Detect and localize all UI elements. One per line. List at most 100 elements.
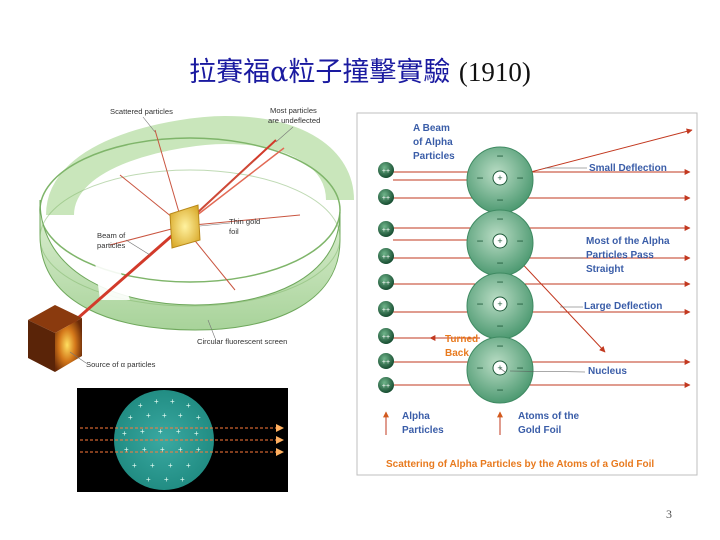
svg-text:−: − — [496, 319, 503, 333]
page-number: 3 — [666, 507, 672, 521]
label-beam-alpha-3: Particles — [413, 151, 455, 162]
label-large-deflection: Large Deflection — [584, 301, 662, 312]
svg-text:++: ++ — [382, 307, 390, 314]
svg-text:+: + — [186, 461, 191, 470]
straight-arrows — [393, 169, 691, 388]
alpha-beam — [69, 224, 184, 327]
label-beam-1: Beam of — [97, 231, 126, 240]
closeup-arrowheads — [276, 424, 284, 456]
title-alpha: α — [270, 57, 289, 88]
label-small-deflection: Small Deflection — [589, 163, 667, 174]
alpha-particles-column: ++ ++ ++ ++ ++ ++ ++ ++ ++ — [378, 162, 394, 393]
svg-text:−: − — [496, 383, 503, 397]
svg-text:+: + — [122, 429, 127, 438]
svg-text:+: + — [178, 411, 183, 420]
closeup-disc — [114, 390, 214, 490]
svg-text:−: − — [516, 297, 523, 311]
svg-text:−: − — [476, 361, 483, 375]
alpha-particle: ++ — [378, 353, 394, 369]
alpha-particle: ++ — [378, 328, 394, 344]
legend-atoms-1: Atoms of the — [518, 411, 580, 422]
svg-text:++: ++ — [382, 280, 390, 287]
gold-atoms: + − − − − + − − − − + − − − — [466, 146, 534, 404]
svg-text:−: − — [496, 193, 503, 207]
foil-closeup-panel: ++++ +++++ +++++ +++++ ++++ +++ — [77, 388, 288, 492]
svg-text:++: ++ — [382, 168, 390, 175]
svg-text:−: − — [496, 339, 503, 353]
label-most-particles-1: Most particles — [270, 106, 317, 115]
svg-text:−: − — [496, 256, 503, 270]
svg-text:+: + — [497, 173, 502, 183]
closeup-beams — [80, 427, 280, 453]
svg-text:+: + — [170, 397, 175, 406]
label-thin-gold-foil-2: foil — [229, 227, 239, 236]
legend-atoms-2: Gold Foil — [518, 425, 562, 436]
svg-text:+: + — [196, 413, 201, 422]
label-most-pass-2: Particles Pass — [586, 250, 654, 261]
alpha-source-cube — [28, 305, 82, 372]
leader-lines — [69, 116, 294, 364]
undeflected-beam-2 — [182, 147, 285, 227]
svg-text:++: ++ — [382, 334, 390, 341]
label-beam-alpha-2: of Alpha — [413, 137, 453, 148]
svg-text:+: + — [154, 397, 159, 406]
svg-text:−: − — [476, 171, 483, 185]
gold-atom-3: + − − − − — [466, 272, 534, 340]
svg-text:+: + — [150, 461, 155, 470]
label-scattered-particles: Scattered particles — [110, 107, 173, 116]
svg-text:+: + — [132, 461, 137, 470]
gold-atom-1: + − − − − — [466, 146, 534, 214]
label-most-pass-3: Straight — [586, 264, 624, 275]
label-nucleus: Nucleus — [588, 366, 627, 377]
label-thin-gold-foil-1: Thin gold — [229, 217, 260, 226]
svg-text:+: + — [128, 413, 133, 422]
svg-text:+: + — [140, 427, 145, 436]
label-turned-back-2: Back — [445, 348, 469, 359]
svg-text:−: − — [496, 212, 503, 226]
svg-text:−: − — [516, 361, 523, 375]
svg-text:−: − — [496, 275, 503, 289]
svg-text:−: − — [516, 171, 523, 185]
gold-atom-2: + − − − − — [466, 209, 534, 277]
alpha-particle: ++ — [378, 162, 394, 178]
legend-alpha-2: Particles — [402, 425, 444, 436]
svg-text:++: ++ — [382, 227, 390, 234]
svg-text:++: ++ — [382, 383, 390, 390]
scattering-diagram: + − − − − + − − − − + − − − — [356, 112, 698, 476]
label-most-pass-1: Most of the Alpha — [586, 236, 670, 247]
svg-text:+: + — [176, 427, 181, 436]
legend-alpha-1: Alpha — [402, 411, 430, 422]
closeup-charges: ++++ +++++ +++++ +++++ ++++ +++ — [122, 397, 201, 484]
svg-text:++: ++ — [382, 359, 390, 366]
scattering-caption: Scattering of Alpha Particles by the Ato… — [386, 459, 654, 470]
svg-text:+: + — [146, 411, 151, 420]
screen-ring-gap — [95, 262, 130, 300]
label-source: Source of α particles — [86, 360, 156, 369]
alpha-particle: ++ — [378, 248, 394, 264]
label-beam-alpha-1: A Beam — [413, 123, 450, 134]
svg-text:++: ++ — [382, 254, 390, 261]
alpha-particle: ++ — [378, 274, 394, 290]
slide-title: 拉賽福α粒子撞擊實驗 (1910) — [0, 50, 720, 89]
svg-text:+: + — [194, 429, 199, 438]
apparatus-diagram: Scattered particles Most particles are u… — [28, 106, 354, 372]
svg-text:−: − — [496, 149, 503, 163]
label-turned-back-1: Turned — [445, 334, 478, 345]
title-chinese: 拉賽福 — [189, 57, 271, 88]
gold-foil — [169, 204, 201, 249]
svg-text:+: + — [186, 401, 191, 410]
screen-ring-bottom-edge — [39, 169, 341, 307]
gold-atom-4: + − − − − — [466, 336, 534, 404]
svg-text:−: − — [516, 234, 523, 248]
title-year: (1910) — [458, 57, 531, 87]
svg-text:+: + — [160, 445, 165, 454]
svg-text:+: + — [168, 461, 173, 470]
label-beam-2: particles — [97, 241, 125, 250]
svg-text:+: + — [142, 445, 147, 454]
alpha-particle: ++ — [378, 221, 394, 237]
scattering-legend: Alpha Particles Atoms of the Gold Foil — [383, 411, 580, 436]
svg-text:+: + — [178, 445, 183, 454]
svg-text:+: + — [162, 411, 167, 420]
alpha-particle: ++ — [378, 301, 394, 317]
screen-ring-back — [46, 115, 354, 217]
